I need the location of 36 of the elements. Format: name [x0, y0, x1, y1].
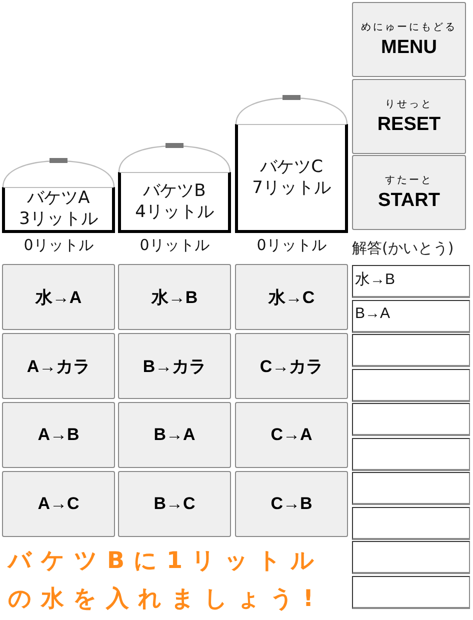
task-instruction: バケツBに1リットルの水を入れましょう! — [8, 547, 325, 614]
answer-box — [352, 403, 470, 436]
water-amount: 0リットル — [22, 236, 94, 256]
answer-box — [352, 472, 470, 505]
answer-box — [352, 541, 470, 574]
pour-button: C→カラ — [235, 333, 348, 399]
pour-button: 水→B — [118, 264, 231, 330]
answer-heading: 解答(かいとう) — [352, 239, 455, 259]
bucket-label: バケツA 3リットル — [18, 188, 99, 230]
water-amount: 0リットル — [138, 236, 210, 256]
answer-box: 水→B — [352, 265, 470, 298]
pour-button: B→C — [118, 471, 231, 537]
pour-button: 水→C — [235, 264, 348, 330]
answer-box — [352, 506, 470, 540]
pour-button: C→A — [235, 402, 348, 468]
bucket — [118, 172, 231, 233]
answer-box — [352, 576, 470, 608]
bucket-label: バケツC 7リットル — [251, 156, 332, 198]
pour-button: A→カラ — [2, 333, 115, 399]
pour-button: C→B — [235, 471, 348, 537]
bucket-label: バケツB 4リットル — [134, 180, 215, 222]
answer-box — [352, 438, 470, 470]
menu-button: めにゅーにもどる MENU — [352, 2, 466, 77]
menu-button: すたーと START — [352, 155, 466, 230]
menu-button: りせっと RESET — [352, 79, 466, 154]
pour-button: B→A — [118, 402, 231, 468]
pour-button: A→B — [2, 402, 115, 468]
bucket — [2, 187, 115, 233]
answer-box — [352, 368, 470, 402]
answer-box — [352, 334, 470, 367]
answer-box: B→A — [352, 300, 470, 332]
pour-button: B→カラ — [118, 333, 231, 399]
water-amount: 0リットル — [256, 236, 328, 256]
pour-button: 水→A — [2, 264, 115, 330]
bucket — [235, 124, 348, 233]
pour-button: A→C — [2, 471, 115, 537]
